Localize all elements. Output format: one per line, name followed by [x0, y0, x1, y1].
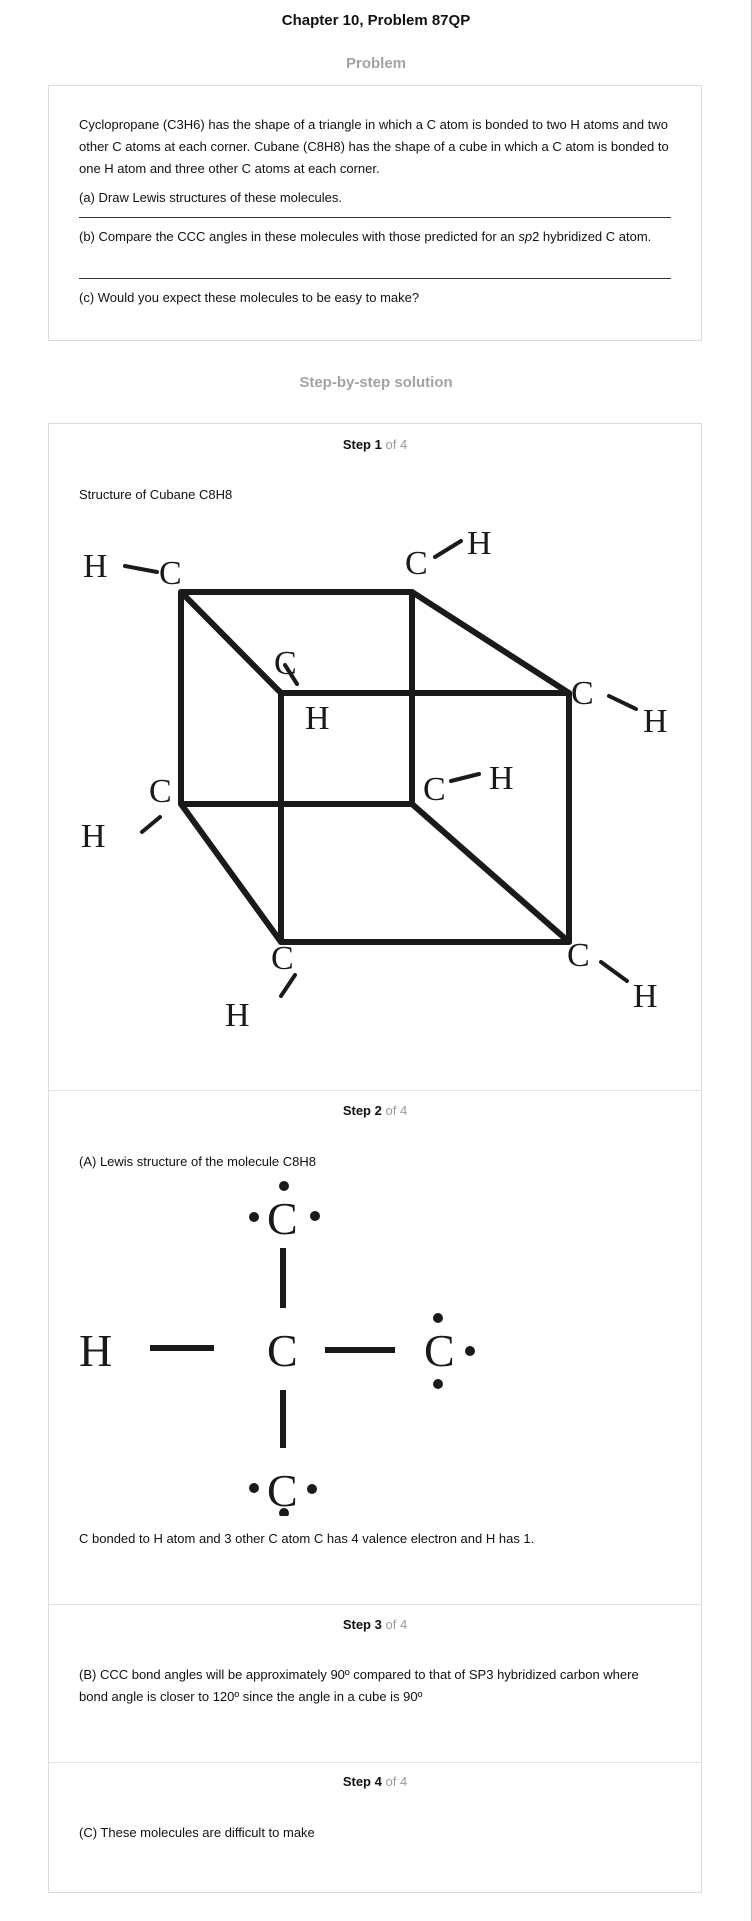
solution-heading: Step-by-step solution [299, 374, 453, 391]
hydrogen-atom: H [467, 525, 492, 562]
part-b-text: (b) Compare the CCC angles in these mole… [79, 229, 519, 244]
hydrogen-atom: H [81, 818, 106, 855]
carbon-atom: C [274, 645, 297, 682]
electron-dot [433, 1313, 443, 1323]
electron-dot [279, 1181, 289, 1191]
step-of-total: of 4 [385, 1103, 408, 1118]
electron-dot [307, 1484, 317, 1494]
carbon-atom: C [267, 1465, 298, 1516]
step-divider [49, 1762, 701, 1763]
step-3-heading: Step 3 of 4 [49, 1617, 701, 1632]
c-h-bond [449, 772, 481, 783]
c-h-bond [607, 694, 638, 711]
problem-divider [79, 217, 671, 218]
hydrogen-atom: H [633, 978, 658, 1015]
problem-part-a: (a) Draw Lewis structures of these molec… [79, 190, 342, 205]
c-h-bond [599, 960, 629, 983]
carbon-atom: C [423, 771, 446, 808]
step-3-text: (B) CCC bond angles will be approximatel… [79, 1667, 639, 1704]
step-of-total: of 4 [385, 1617, 408, 1632]
step-word: Step [342, 437, 371, 452]
carbon-atom: C [159, 555, 182, 592]
page-title: Chapter 10, Problem 87QP [281, 12, 471, 29]
problem-part-b: (b) Compare the CCC angles in these mole… [79, 226, 671, 248]
step-4-text: (C) These molecules are difficult to mak… [79, 1825, 315, 1840]
problem-box: Cyclopropane (C3H6) has the shape of a t… [48, 85, 702, 341]
problem-part-c: (c) Would you expect these molecules to … [79, 290, 420, 305]
step-of-total: of 4 [385, 437, 408, 452]
hydrogen-atom: H [489, 760, 514, 797]
step-number: 1 [374, 437, 382, 452]
carbon-atom: C [424, 1325, 455, 1376]
cubane-structure-figure: C H C H C H C H C H C H C H C H [81, 525, 668, 1034]
problem-intro: Cyclopropane (C3H6) has the shape of a t… [79, 117, 669, 176]
hydrogen-atom: H [305, 700, 330, 737]
hydrogen-atom: H [225, 997, 250, 1034]
solution-box: Step 1 of 4 Structure of Cubane C8H8 C [48, 423, 702, 1893]
electron-dot [433, 1379, 443, 1389]
step-word: Step [342, 1617, 371, 1632]
cube-edge [409, 589, 572, 696]
step-number: 3 [374, 1617, 382, 1632]
step-word: Step [342, 1103, 371, 1118]
step-1-text: Structure of Cubane C8H8 [79, 487, 233, 502]
carbon-atom: C [267, 1193, 298, 1244]
electron-dot [310, 1211, 320, 1221]
carbon-atom: C [149, 773, 172, 810]
lewis-structure-figure: C H C C C [79, 1181, 475, 1516]
cube-edge [178, 589, 284, 696]
step-number: 2 [374, 1103, 382, 1118]
c-h-bond [279, 973, 297, 998]
hydrogen-atom: H [83, 548, 108, 585]
cube-edge [409, 801, 572, 945]
electron-dot [249, 1212, 259, 1222]
c-h-bond [123, 564, 159, 574]
carbon-atom: C [271, 940, 294, 977]
electron-dot [279, 1508, 289, 1516]
hydrogen-atom: H [643, 703, 668, 740]
c-h-bond [140, 815, 162, 834]
step-word: Step [342, 1774, 371, 1789]
cube-edge [178, 801, 284, 945]
part-b-text-end: 2 hybridized C atom. [532, 229, 652, 244]
carbon-atom: C [267, 1325, 298, 1376]
carbon-atom: C [405, 545, 428, 582]
step-divider [49, 1090, 701, 1091]
electron-dot [465, 1346, 475, 1356]
carbon-atom: C [571, 675, 594, 712]
part-b-italic: sp [518, 229, 533, 244]
step-2-footer: C bonded to H atom and 3 other C atom C … [79, 1531, 535, 1546]
step-number: 4 [374, 1774, 382, 1789]
step-4-heading: Step 4 of 4 [49, 1774, 701, 1789]
hydrogen-atom: H [79, 1325, 112, 1376]
c-h-bond [433, 539, 463, 559]
problem-heading: Problem [345, 55, 406, 72]
electron-dot [249, 1483, 259, 1493]
step-of-total: of 4 [385, 1774, 408, 1789]
step-2-text: (A) Lewis structure of the molecule C8H8 [79, 1154, 316, 1169]
problem-divider [79, 278, 671, 279]
carbon-atom: C [567, 937, 590, 974]
c-h-bond [283, 663, 299, 686]
step-1-heading: Step 1 of 4 [49, 437, 701, 452]
step-2-heading: Step 2 of 4 [49, 1103, 701, 1118]
step-divider [49, 1604, 701, 1605]
